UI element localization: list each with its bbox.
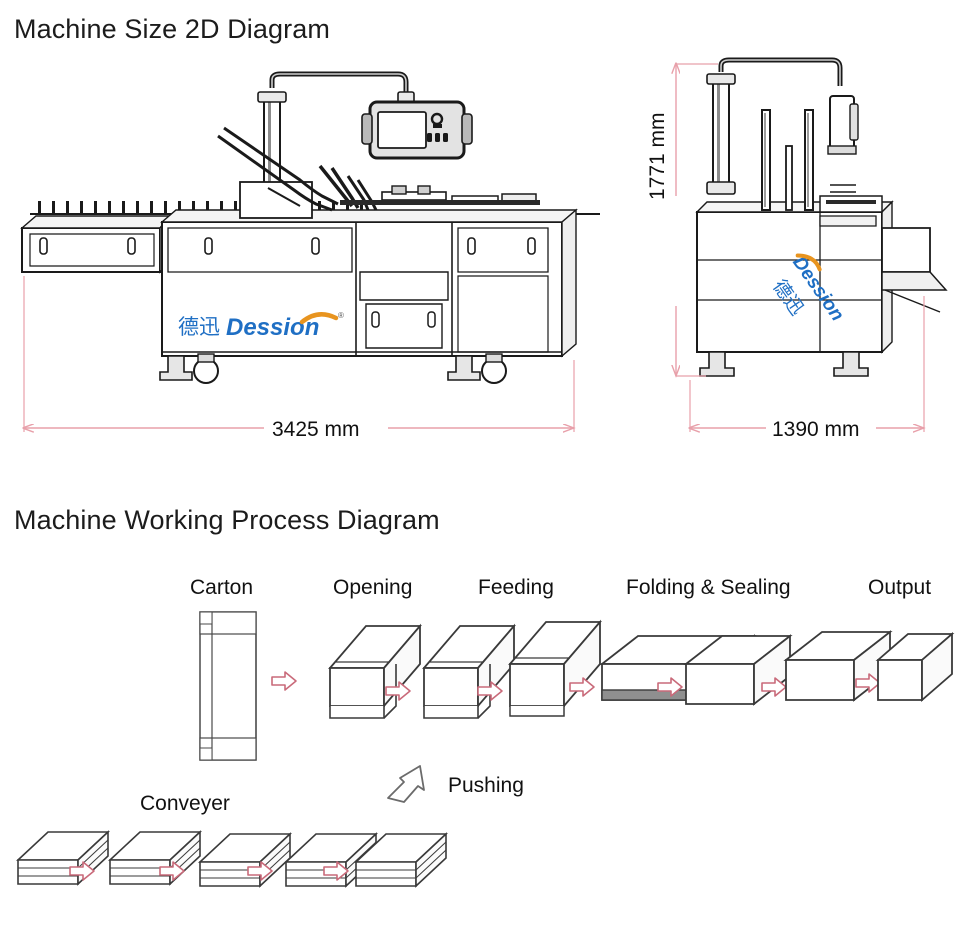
hmi-button — [427, 133, 432, 142]
brand-arc-icon — [299, 312, 339, 325]
flow-arrow — [761, 677, 787, 697]
flow-arrow — [477, 681, 503, 701]
flow-arrow — [323, 861, 349, 881]
carton-blank — [199, 611, 257, 761]
emergency-stop-icon — [430, 112, 444, 126]
flow-arrow — [569, 677, 595, 697]
pushing-label: Pushing — [448, 774, 524, 797]
carton-output-b — [875, 632, 955, 702]
flow-arrow — [657, 677, 683, 697]
hmi-control-panel[interactable] — [361, 100, 473, 160]
brand-chinese-text: 德迅 — [178, 315, 220, 339]
brand-arc-icon-side — [795, 253, 822, 272]
infeed-conveyor — [20, 214, 172, 274]
hmi-button — [435, 133, 440, 142]
sheet-stack — [197, 832, 293, 888]
step-label-opening: Opening — [333, 576, 413, 599]
hmi-button — [443, 133, 448, 142]
hmi-support-arm — [239, 71, 415, 219]
sheet-stack — [283, 832, 379, 888]
top-deck-mechanism — [340, 185, 540, 205]
flow-arrow — [247, 861, 273, 881]
flow-arrow — [159, 861, 185, 881]
vertical-guide-rods — [761, 109, 814, 211]
carton-output-a — [783, 630, 893, 702]
flow-arrow — [385, 681, 411, 701]
pushing-arrow-icon — [387, 765, 425, 803]
side-sealing-mechanism — [819, 184, 883, 227]
step-label-folding-sealing: Folding & Sealing — [626, 576, 791, 599]
conveyer-label: Conveyer — [140, 792, 230, 815]
process-flow-row — [199, 611, 955, 761]
sheet-stack — [15, 830, 111, 886]
machine-size-section-title: Machine Size 2D Diagram — [14, 14, 330, 44]
sheet-stack — [107, 830, 203, 886]
dimension-length-3425 — [24, 276, 574, 432]
flow-arrow — [271, 671, 297, 691]
carton-folding-a — [599, 634, 757, 702]
sheet-stack — [353, 832, 449, 888]
brand-logo-side: Dession 德迅 — [753, 242, 873, 372]
dimension-height-1771 — [676, 64, 718, 376]
hmi-screen — [377, 111, 427, 149]
suction-feed-arms — [217, 126, 378, 212]
dimension-label-length: 3425 mm — [272, 418, 360, 441]
carton-sealing-b — [683, 634, 793, 706]
carton-feeding — [508, 619, 602, 717]
brand-logo-front: 德迅 Dession ® — [178, 308, 344, 342]
conveyer-stack-row — [15, 830, 449, 888]
dimension-label-height: 1771 mm — [646, 112, 669, 200]
carton-opening-b — [422, 623, 516, 719]
dimension-label-width: 1390 mm — [772, 418, 860, 441]
step-label-feeding: Feeding — [478, 576, 554, 599]
machine-feet — [159, 353, 507, 384]
front-view-machine — [20, 71, 600, 432]
carton-opening-a — [328, 623, 422, 719]
flow-arrow — [69, 861, 95, 881]
registered-mark: ® — [338, 311, 344, 320]
flow-arrow — [855, 673, 881, 693]
step-label-carton: Carton — [190, 576, 254, 599]
conveyor-fins — [38, 201, 363, 214]
side-gantry-arm — [706, 57, 859, 195]
step-label-output: Output — [868, 576, 932, 599]
process-section-title: Machine Working Process Diagram — [14, 505, 440, 535]
